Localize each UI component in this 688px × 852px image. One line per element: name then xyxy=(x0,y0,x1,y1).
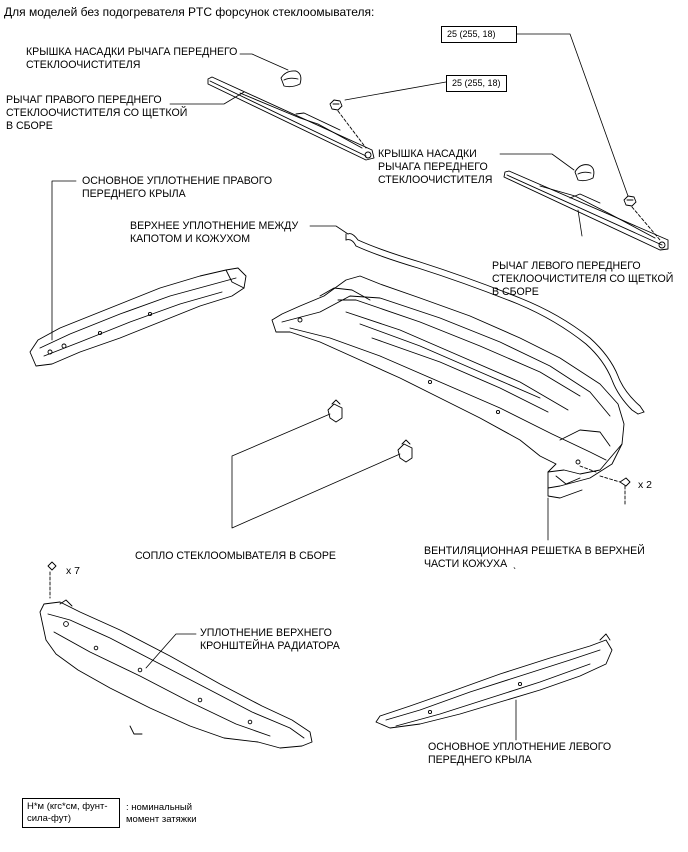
nut-left xyxy=(623,195,661,241)
wiper-arm-left xyxy=(503,170,669,251)
torque-spec-right-nut: 25 (255, 18) xyxy=(446,75,507,92)
label-fender-seal-right: ОСНОВНОЕ УПЛОТНЕНИЕ ПРАВОГО ПЕРЕДНЕГО КР… xyxy=(82,175,273,200)
washer-nozzle-1 xyxy=(327,399,343,423)
fender-seal-left xyxy=(375,633,613,729)
label-wiper-cap-left: КРЫШКА НАСАДКИ РЫЧАГА ПЕРЕДНЕГО СТЕКЛООЧ… xyxy=(378,148,493,186)
label-wiper-arm-right: РЫЧАГ ПРАВОГО ПЕРЕДНЕГО СТЕКЛООЧИСТИТЕЛЯ… xyxy=(6,94,188,132)
count-radiator-clips: x 7 xyxy=(66,565,81,577)
label-fender-seal-left: ОСНОВНОЕ УПЛОТНЕНИЕ ЛЕВОГО ПЕРЕДНЕГО КРЫ… xyxy=(428,741,612,766)
legend-torque-text: : номинальный момент затяжки xyxy=(126,802,197,825)
radiator-support-seal xyxy=(39,561,313,749)
label-washer-nozzle: СОПЛО СТЕКЛООМЫВАТЕЛЯ В СБОРЕ xyxy=(135,550,336,562)
leader-lines xyxy=(51,33,629,741)
label-radiator-seal: УПЛОТНЕНИЕ ВЕРХНЕГО КРОНШТЕЙНА РАДИАТОРА xyxy=(200,627,340,652)
clip-louver xyxy=(599,475,631,507)
fender-seal-right xyxy=(29,267,247,367)
count-louver-clips: x 2 xyxy=(638,479,653,491)
nut-right xyxy=(329,99,367,149)
label-wiper-arm-left: РЫЧАГ ЛЕВОГО ПЕРЕДНЕГО СТЕКЛООЧИСТИТЕЛЯ … xyxy=(492,260,674,298)
label-cowl-louver: ВЕНТИЛЯЦИОННАЯ РЕШЕТКА В ВЕРХНЕЙ ЧАСТИ К… xyxy=(424,545,645,570)
label-hood-cowl-seal: ВЕРХНЕЕ УПЛОТНЕНИЕ МЕЖДУ КАПОТОМ И КОЖУХ… xyxy=(130,220,299,245)
wiper-cap-right xyxy=(280,70,302,88)
diagram-title: Для моделей без подогревателя PTC форсун… xyxy=(4,5,375,19)
label-wiper-cap-right: КРЫШКА НАСАДКИ РЫЧАГА ПЕРЕДНЕГО СТЕКЛООЧ… xyxy=(26,46,238,71)
washer-nozzle-2 xyxy=(397,439,413,463)
legend-torque-box: Н*м (кгс*см, фунт- сила-фут) xyxy=(22,798,120,828)
hood-to-cowl-seal xyxy=(345,233,645,415)
wiper-arm-right xyxy=(207,76,375,161)
torque-spec-left-nut: 25 (255, 18) xyxy=(441,26,517,43)
wiper-cap-left xyxy=(574,164,595,182)
cowl-louver xyxy=(271,275,625,499)
